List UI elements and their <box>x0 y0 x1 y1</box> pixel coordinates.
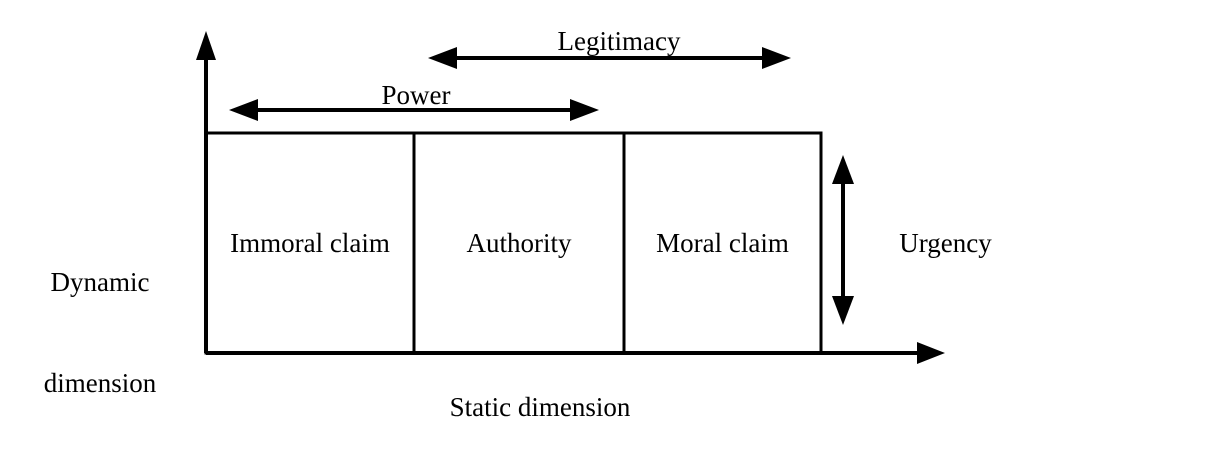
y-axis-label-line2: dimension <box>43 367 157 398</box>
arrow-label-urgency: Urgency <box>899 228 992 258</box>
power-arrow <box>229 99 599 121</box>
urgency-arrow <box>832 155 854 325</box>
boxes-outline <box>204 131 823 355</box>
x-axis-label: Static dimension <box>449 392 631 422</box>
diagram-graphics <box>196 31 945 364</box>
arrow-label-power: Power <box>381 80 451 110</box>
y-axis-label-line1: Dynamic <box>50 266 150 297</box>
legitimacy-arrow <box>428 47 791 69</box>
box-label-authority: Authority <box>466 228 572 258</box>
y-axis-label: Dynamic dimension <box>10 198 190 468</box>
diagram-canvas: Immoral claim Authority Moral claim Powe… <box>43 26 992 422</box>
box-label-moral-claim: Moral claim <box>656 228 789 258</box>
box-label-immoral-claim: Immoral claim <box>230 228 390 258</box>
arrow-label-legitimacy: Legitimacy <box>557 26 681 56</box>
